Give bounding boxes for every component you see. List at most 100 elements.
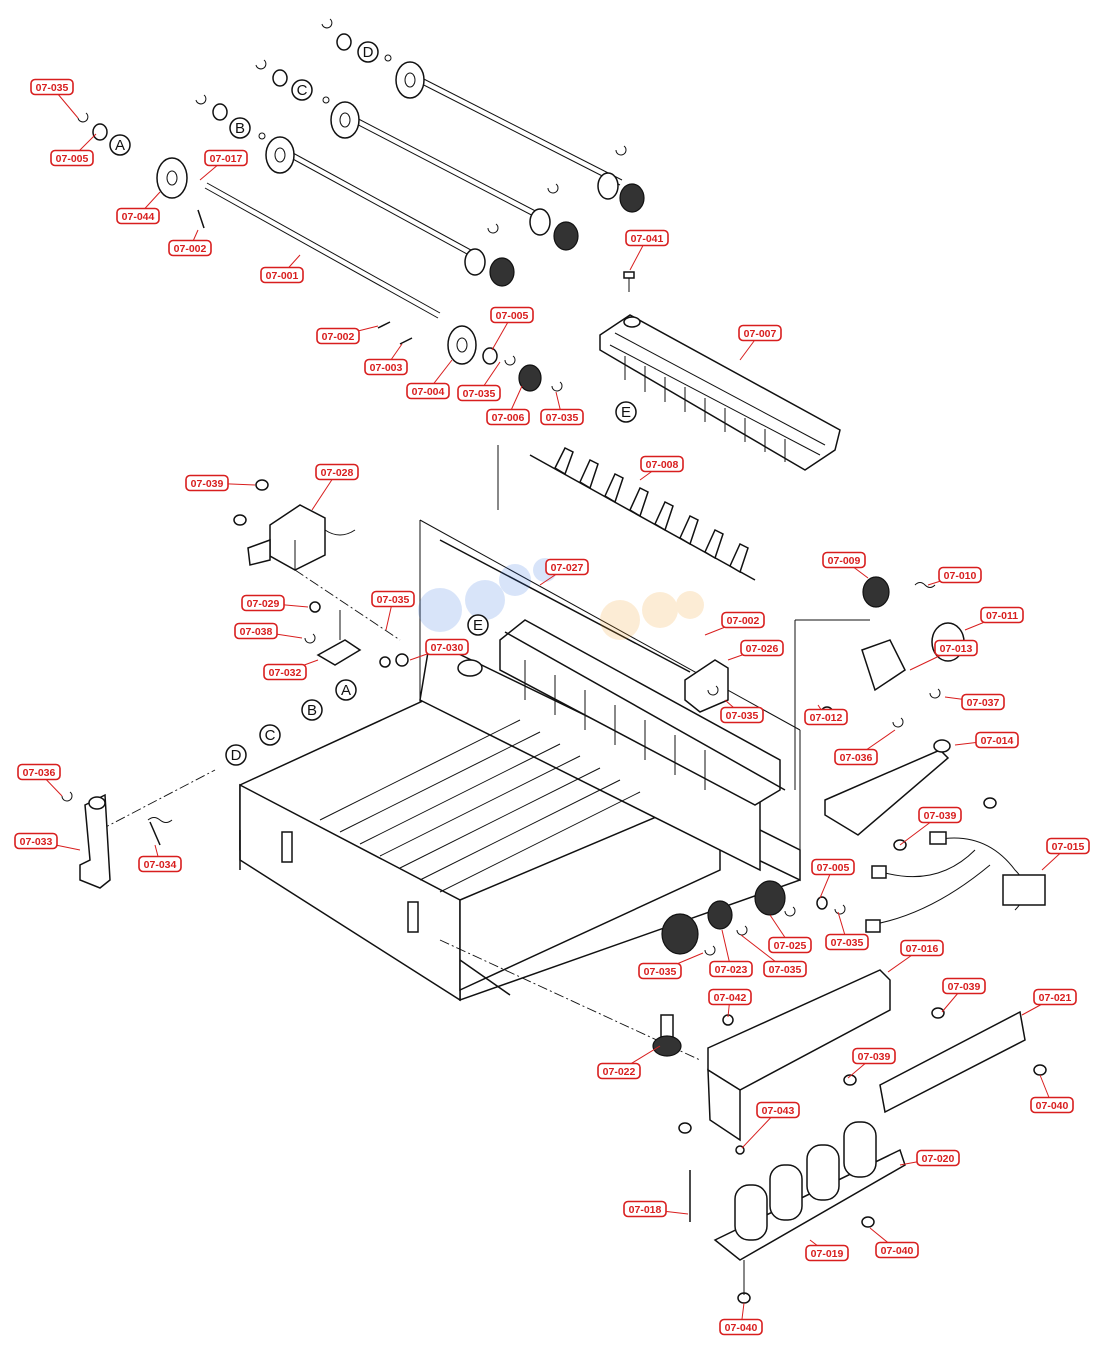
label-text: 07-010 [944,570,977,582]
part-label-tag: 07-040 [1030,1074,1074,1114]
label-text: 07-036 [840,752,873,764]
part-label-tag: 07-002 [168,229,212,257]
part-label-tag: 07-043 [741,1101,800,1149]
part-label-tag: 07-007 [738,324,782,361]
part-label-tag: 07-002 [316,325,379,345]
label-text: 07-005 [496,310,529,322]
part-label-tag: 07-014 [954,731,1019,749]
label-box [260,266,304,284]
label-text: 07-039 [191,478,224,490]
label-box [263,663,307,681]
part-label-tag: 07-035 [740,934,807,978]
shaft-assembly-a [77,112,563,392]
wire-harness [865,831,1046,933]
part-label-tag: 07-025 [768,914,812,954]
label-box [138,855,182,873]
part-label-tag: 07-026 [727,639,784,661]
part-label-tag: 07-012 [804,704,848,726]
label-text: 07-034 [144,859,177,871]
motor-unit [689,1121,906,1304]
label-box [719,1318,763,1336]
part-label-tag: 07-033 [14,832,81,851]
part-label-tag: 07-023 [709,929,753,978]
label-text: 07-014 [981,735,1014,747]
label-box [316,327,360,345]
part-label-tag: 07-040 [869,1227,919,1259]
callout-letter-text: D [231,747,242,764]
label-text: 07-026 [746,643,779,655]
label-text: 07-017 [210,153,243,165]
label-box [975,731,1019,749]
label-text: 07-002 [727,615,760,627]
label-box [900,939,944,957]
label-text: 07-018 [629,1204,662,1216]
label-text: 07-035 [644,966,677,978]
part-label-tag: 07-022 [597,1045,661,1080]
shaft-assembly-b [195,94,515,287]
label-box [961,693,1005,711]
label-text: 07-041 [631,233,664,245]
part-label-tag: 07-035 [540,391,584,426]
callout-letter-a: A [109,134,131,156]
label-box [371,590,415,608]
label-text: 07-038 [240,626,273,638]
label-text: 07-035 [769,964,802,976]
label-text: 07-035 [831,937,864,949]
label-box [721,611,765,629]
callout-letter-text: D [363,44,374,61]
label-text: 07-025 [774,940,807,952]
label-box [623,1200,667,1218]
part-label-tag: 07-020 [899,1149,960,1167]
part-label-tag: 07-005 [50,133,97,167]
part-label-tag: 07-039 [941,977,986,1013]
part-label-tag: 07-010 [927,566,982,586]
label-box [14,832,58,850]
part-label-tag: 07-030 [409,638,469,661]
label-box [804,708,848,726]
label-text: 07-008 [646,459,679,471]
part-label-tag: 07-013 [909,639,978,671]
label-box [756,1101,800,1119]
label-box [640,455,684,473]
label-text: 07-035 [546,412,579,424]
label-text: 07-013 [940,643,973,655]
callout-letter-text: B [307,702,317,719]
part-label-tag: 07-035 [457,361,501,402]
label-box [234,622,278,640]
label-text: 07-033 [20,836,53,848]
part-label-tag: 07-035 [371,590,415,631]
label-box [875,1241,919,1259]
part-label-tag: 07-035 [30,78,79,119]
label-text: 07-012 [810,712,843,724]
label-text: 07-015 [1052,841,1085,853]
main-frame [99,638,801,1061]
label-box [738,324,782,342]
label-text: 07-043 [762,1105,795,1117]
label-text: 07-011 [986,610,1018,622]
callout-letter-text: E [621,404,631,421]
label-text: 07-009 [828,555,861,567]
label-box [50,149,94,167]
part-label-tag: 07-008 [639,455,684,481]
label-box [934,639,978,657]
label-text: 07-016 [906,943,939,955]
label-text: 07-040 [725,1322,758,1334]
part-label-tag: 07-005 [811,858,855,899]
part-label-tag: 07-006 [486,385,530,426]
label-text: 07-040 [881,1245,914,1257]
label-box [942,977,986,995]
part-label-tag: 07-035 [825,911,869,951]
callout-letter-b: B [229,117,251,139]
label-box [364,358,408,376]
label-box [457,384,501,402]
part-label-tag: 07-002 [704,611,765,636]
label-box [486,408,530,426]
label-box [597,1062,641,1080]
bracket-part-014 [824,739,997,851]
part-label-tag: 07-028 [311,463,359,511]
part-label-tag: 07-019 [805,1239,849,1262]
label-box [720,706,764,724]
part-label-tag: 07-032 [263,659,319,681]
part-label-tag: 07-004 [406,359,453,400]
paper-guide-part [599,271,841,471]
